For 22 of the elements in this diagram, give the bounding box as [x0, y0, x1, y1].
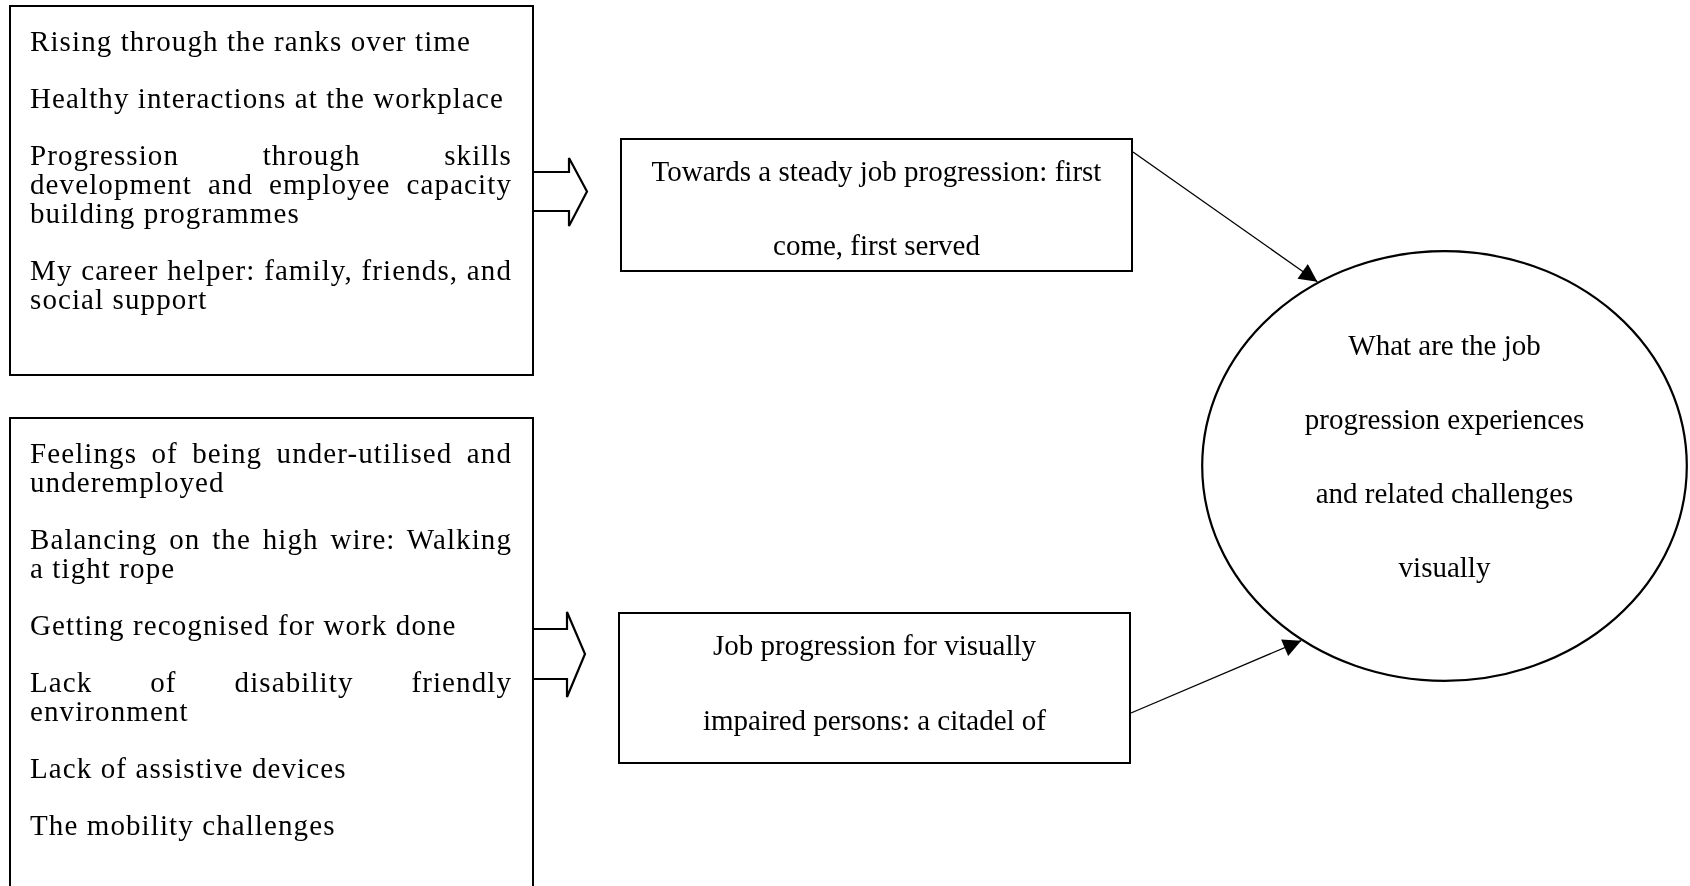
theme-box [618, 612, 1131, 764]
list-item-text: Rising through the ranks over time [30, 27, 472, 56]
list-item-text: Balancing on the high wire: Walking a tight rope [30, 525, 512, 583]
list-item-text: My career helper: family, friends, and social support [30, 256, 512, 314]
block-arrow [531, 610, 587, 699]
list-item-text: Lack of disability friendly environment [30, 668, 512, 726]
list-item-text: Lack of assistive devices [30, 754, 348, 783]
block-arrow [531, 156, 589, 228]
node-text: What are the job progression experiences and related challenges visually [1303, 328, 1586, 585]
list-item-text: The mobility challenges [30, 811, 337, 840]
arrow [1130, 639, 1302, 714]
list-item-text: Progression through skills development and employee capacity building programmes [30, 141, 512, 228]
arrow [1132, 151, 1319, 283]
node-text: Towards a steady job progression: first come, first served [650, 154, 1103, 263]
list-item-text: Getting recognised for work done [30, 611, 458, 640]
theme-list-box [9, 417, 534, 886]
question-ellipse [1201, 250, 1688, 682]
node-text: Job progression for visually impaired persons: a citadel of [701, 628, 1047, 738]
list-item-text: Healthy interactions at the workplace [30, 84, 505, 113]
theme-box [620, 138, 1133, 272]
list-item-text: Feelings of being under-utilised and underemployed [30, 439, 512, 497]
theme-list-box [9, 5, 534, 376]
